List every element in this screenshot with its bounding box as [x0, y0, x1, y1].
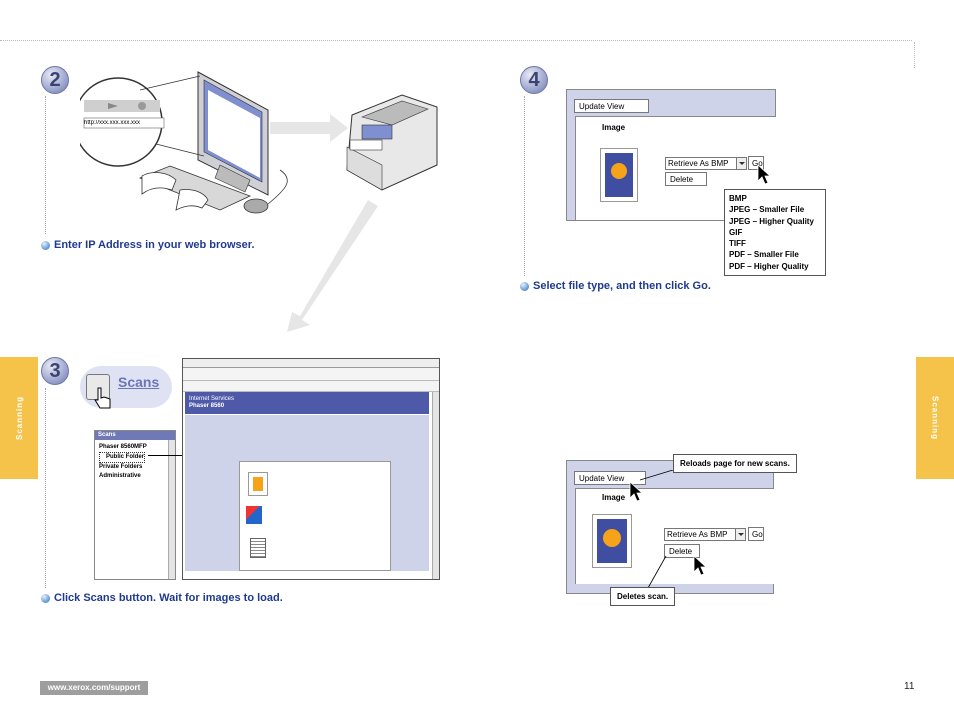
chevron-down-icon[interactable] — [736, 158, 746, 169]
step-3-number: 3 — [41, 357, 69, 385]
tree-pointer-line — [148, 455, 200, 456]
browser-scrollbar[interactable] — [432, 392, 439, 579]
step-4-caption-text: Select file type, and then click Go. — [533, 280, 711, 292]
side-tab-right: Scanning — [916, 357, 954, 479]
address-bar-text: http://xxx.xxx.xxx.xxx — [84, 120, 141, 126]
format-option-pdf-high[interactable]: PDF – Higher Quality — [729, 261, 809, 271]
flower-icon-2 — [603, 529, 621, 547]
tree-item-admin[interactable]: Administrative — [99, 473, 141, 479]
step-3-caption-text: Click Scans button. Wait for images to l… — [54, 592, 283, 604]
update-view-button[interactable]: Update View — [574, 99, 649, 113]
bullet-icon — [41, 593, 50, 603]
image-header: Image — [575, 116, 776, 138]
hand-cursor-icon — [94, 387, 111, 409]
scan-thumbnail-2[interactable] — [592, 514, 632, 568]
side-tab-left-label: Scanning — [14, 395, 24, 440]
bullet-icon — [520, 281, 529, 291]
image-row: Retrieve As BMP Go Delete — [575, 136, 776, 220]
scans-link[interactable]: Scans — [118, 374, 160, 390]
step-2-caption-text: Enter IP Address in your web browser. — [54, 239, 255, 251]
tree-item-public[interactable]: Public Folder — [99, 452, 146, 463]
side-tab-left: Scanning — [0, 357, 38, 479]
browser-titlebar — [183, 359, 439, 368]
step-4-number: 4 — [520, 66, 548, 94]
scans-tree-title: Scans — [95, 431, 175, 440]
bullet-icon — [41, 240, 50, 250]
step-2-rule — [45, 96, 46, 234]
image-row-2: Retrieve As BMP Go Delete — [575, 504, 774, 584]
step-3-rule — [45, 388, 46, 588]
callout-leaders — [639, 470, 674, 589]
retrieve-format-value-2: Retrieve As BMP — [667, 530, 728, 539]
tree-scrollbar[interactable] — [168, 440, 175, 579]
retrieve-format-value: Retrieve As BMP — [668, 159, 729, 168]
footer-url[interactable]: www.xerox.com/support — [40, 681, 148, 695]
retrieve-format-select[interactable]: Retrieve As BMP — [665, 157, 747, 170]
browser-address — [183, 381, 439, 392]
format-option-bmp[interactable]: BMP — [729, 194, 747, 203]
scans-tree-panel: Scans Phaser 8560MFP Public Folder Priva… — [94, 430, 176, 580]
step-3-caption: Click Scans button. Wait for images to l… — [41, 592, 283, 604]
step-2-number: 2 — [41, 66, 69, 94]
image-label-2: Image — [602, 493, 626, 502]
tree-item-device[interactable]: Phaser 8560MFP — [99, 444, 147, 450]
side-tab-right-label: Scanning — [930, 395, 940, 440]
arrow-cursor-icon — [757, 164, 772, 185]
step-4-caption: Select file type, and then click Go. — [520, 280, 711, 292]
delete-button[interactable]: Delete — [665, 172, 707, 186]
go-button-2[interactable]: Go — [748, 527, 764, 541]
delete-callout: Deletes scan. — [610, 587, 676, 606]
page-number: 11 — [904, 681, 915, 692]
format-option-jpeg-high[interactable]: JPEG – Higher Quality — [729, 216, 814, 226]
reload-callout: Reloads page for new scans. — [673, 454, 797, 473]
tree-item-private[interactable]: Private Folders — [99, 464, 143, 470]
top-dotted-rule — [0, 40, 912, 41]
retrieve-format-select-2[interactable]: Retrieve As BMP — [664, 528, 746, 541]
flower-icon — [611, 163, 627, 179]
top-right-rule — [914, 42, 915, 68]
is-body — [185, 415, 429, 571]
step-2-caption: Enter IP Address in your web browser. — [41, 239, 255, 251]
format-option-tiff[interactable]: TIFF — [729, 239, 746, 249]
browser-monitor-illustration — [80, 71, 438, 332]
browser-toolbar — [183, 368, 439, 381]
step-4-rule — [524, 96, 525, 276]
scan-list — [239, 461, 391, 571]
format-option-pdf-small[interactable]: PDF – Smaller File — [729, 250, 799, 260]
arrow-cursor-icon — [693, 555, 708, 576]
is-model: Phaser 8560 — [189, 403, 225, 409]
is-title: Internet Services — [189, 396, 235, 402]
format-option-gif[interactable]: GIF — [729, 227, 743, 237]
scan-thumb-2[interactable] — [246, 506, 262, 524]
image-label: Image — [602, 123, 626, 132]
scans-icon[interactable] — [86, 374, 110, 400]
scan-thumbnail[interactable] — [600, 148, 638, 202]
arrow-cursor-icon — [629, 481, 644, 502]
step-5-panel: Update View Image Retrieve As BMP Go Del… — [566, 460, 774, 594]
scans-browser-window: Internet Services Phaser 8560 — [182, 358, 440, 580]
format-option-jpeg-small[interactable]: JPEG – Smaller File — [729, 205, 805, 215]
is-header: Internet Services Phaser 8560 — [185, 392, 429, 414]
scan-thumb-1[interactable] — [248, 472, 268, 496]
scan-thumb-3[interactable] — [250, 538, 266, 558]
format-dropdown-list: BMP JPEG – Smaller File JPEG – Higher Qu… — [724, 189, 826, 277]
delete-button-2[interactable]: Delete — [664, 544, 700, 558]
chevron-down-icon[interactable] — [735, 529, 745, 540]
